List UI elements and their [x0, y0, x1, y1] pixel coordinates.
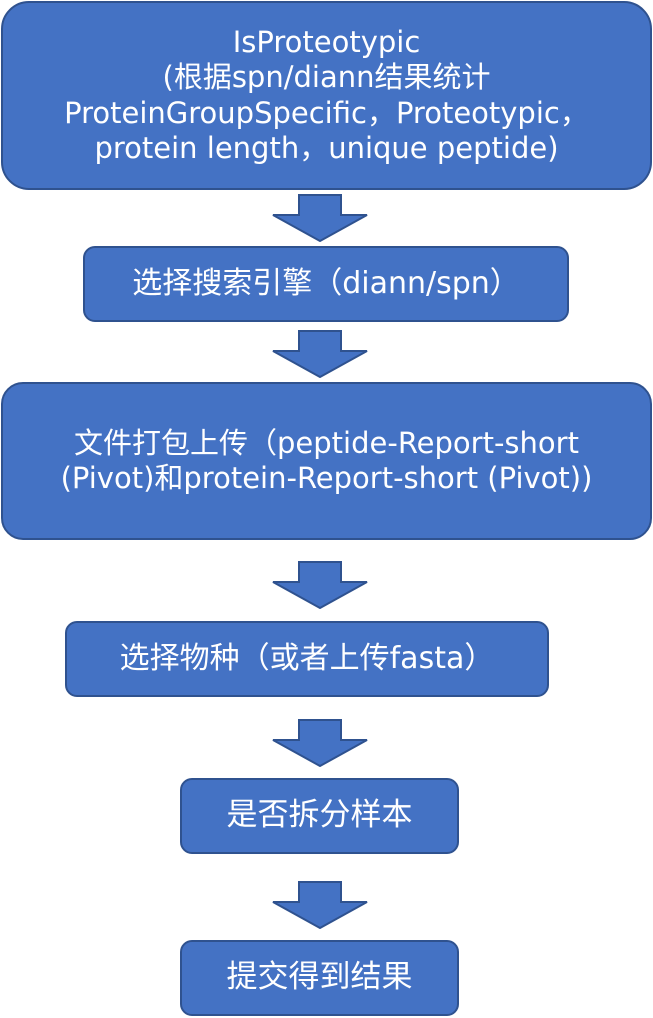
step-line: (Pivot)和protein-Report-short (Pivot))	[60, 461, 593, 495]
step-select-species-text: 选择物种（或者上传fasta）	[120, 641, 495, 678]
step-select-species-box: 选择物种（或者上传fasta）	[65, 621, 549, 697]
step-line: ProteinGroupSpecific，Proteotypic，	[64, 95, 589, 130]
down-arrow-icon	[272, 719, 368, 767]
step-split-samples-box: 是否拆分样本	[180, 778, 459, 854]
step-upload-files-text: 文件打包上传（peptide-Report-short (Pivot)和prot…	[61, 426, 593, 497]
step-line: 选择物种（或者上传fasta）	[119, 640, 495, 676]
down-arrow-icon	[272, 881, 368, 929]
step-line: 选择搜索引擎（diann/spn）	[132, 265, 520, 301]
step-split-samples-text: 是否拆分样本	[227, 797, 413, 835]
step-line: 提交得到结果	[226, 959, 413, 996]
down-arrow-icon	[272, 194, 368, 242]
step-isproteotypic-text: IsProteotypic (根据spn/diann结果统计 ProteinGr…	[64, 25, 589, 167]
step-line: 文件打包上传（peptide-Report-short	[74, 425, 579, 460]
step-submit-results-text: 提交得到结果	[227, 959, 413, 997]
step-select-search-engine-text: 选择搜索引擎（diann/spn）	[132, 266, 520, 303]
step-line: (根据spn/diann结果统计	[162, 60, 491, 95]
down-arrow-icon	[272, 330, 368, 378]
step-line: IsProteotypic	[232, 24, 421, 59]
step-line: 是否拆分样本	[226, 797, 413, 834]
step-upload-files-box: 文件打包上传（peptide-Report-short (Pivot)和prot…	[1, 382, 652, 540]
step-submit-results-box: 提交得到结果	[180, 940, 459, 1016]
down-arrow-icon	[272, 561, 368, 609]
step-line: protein length，unique peptide)	[94, 130, 559, 165]
step-isproteotypic-box: IsProteotypic (根据spn/diann结果统计 ProteinGr…	[1, 1, 652, 190]
step-select-search-engine-box: 选择搜索引擎（diann/spn）	[83, 246, 569, 322]
